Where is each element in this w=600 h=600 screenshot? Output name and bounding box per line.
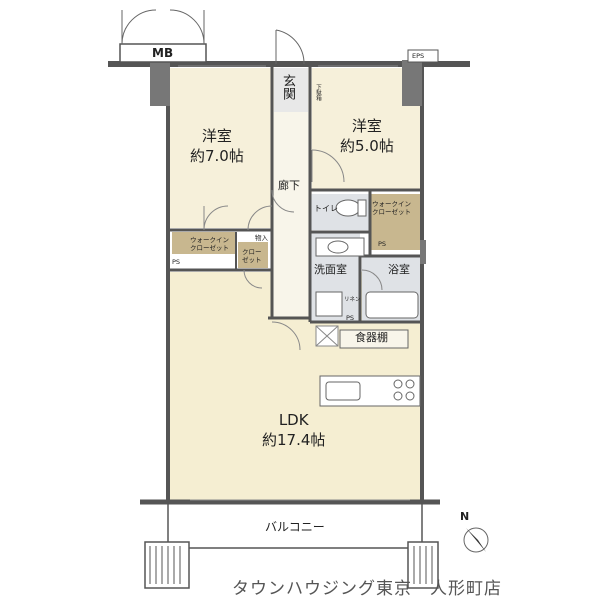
linen-label: リネン [344, 297, 361, 303]
toilet-tank [357, 199, 367, 217]
western-room-1-label: 洋室 約7.0帖 [190, 126, 244, 166]
western-room-1-name: 洋室 [201, 127, 232, 145]
bathroom-label: 浴室 [388, 263, 410, 276]
washroom-label: 洗面室 [314, 263, 347, 276]
mb-box [119, 43, 207, 63]
entrance-door [275, 29, 305, 65]
compass-icon [463, 527, 489, 553]
cupboard-box [339, 329, 409, 349]
ps-label-3: PS [346, 314, 355, 322]
closet-label: クロー ゼット [242, 248, 262, 264]
ps-label-2: PS [378, 240, 387, 248]
western-room-1-size: 約7.0帖 [190, 147, 244, 165]
pillar-top-mid [402, 60, 422, 106]
ldk-size: 約17.4帖 [262, 431, 326, 449]
western-room-2-size: 約5.0帖 [340, 137, 394, 155]
wic-left-floor [172, 232, 236, 254]
shoe-cabinet-label: 下駄箱 [315, 84, 321, 101]
basin-bowl [327, 240, 349, 254]
entrance-floor [274, 68, 308, 112]
bathtub [365, 291, 419, 319]
western-room-2-label: 洋室 約5.0帖 [340, 116, 394, 156]
entrance-label: 玄関 [280, 74, 295, 100]
hallway-label: 廊下 [278, 179, 300, 192]
toilet-label: トイレ [314, 204, 338, 213]
kitchen-sink [325, 381, 361, 401]
ldk-name: LDK [278, 411, 309, 429]
windows [178, 65, 410, 501]
gate-doors [121, 9, 205, 45]
pillar-top-left [150, 60, 170, 106]
washing-machine-pan [315, 291, 343, 317]
wic-right-floor [370, 194, 420, 250]
eps-label: EPS [412, 52, 425, 60]
ldk-label: LDK 約17.4帖 [262, 410, 325, 450]
door-arcs [203, 149, 383, 351]
compass-north-label: N [460, 510, 470, 523]
eps-box [407, 49, 439, 63]
storage-label: 物入 [255, 234, 268, 242]
balcony-label: バルコニー [265, 520, 325, 534]
agency-footer: タウンハウジング東京 人形町店 [232, 579, 502, 599]
kitchen-counter [319, 375, 421, 407]
balcony [144, 502, 439, 589]
toilet-fixture [335, 199, 361, 217]
pillar-right-mid [420, 240, 426, 264]
closet-floor [238, 242, 268, 268]
wic-left-label: ウォークイン クローゼット [190, 236, 229, 252]
wic-right-label: ウォークイン クローゼット [372, 200, 411, 216]
stove-burners [393, 379, 415, 401]
cupboard-label: 食器棚 [355, 331, 388, 344]
western-room-2-name: 洋室 [351, 117, 382, 135]
mb-label: MB [152, 46, 174, 60]
western-room-1-floor [170, 68, 272, 228]
ps-label-1: PS [172, 258, 181, 266]
